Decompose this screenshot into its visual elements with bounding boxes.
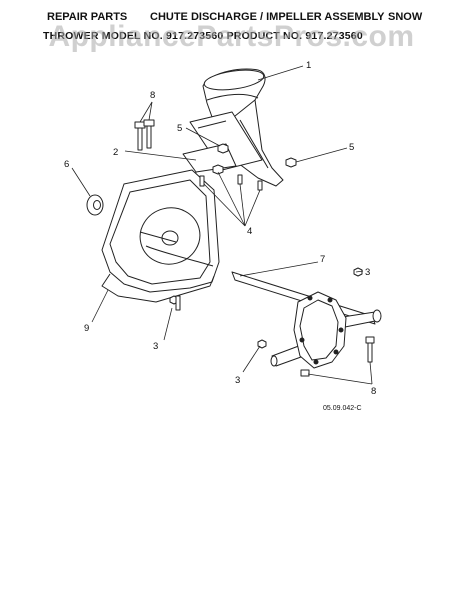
callout-5-b: 5 bbox=[349, 142, 354, 153]
leader-lines bbox=[71, 65, 373, 385]
header-snow: SNOW bbox=[388, 11, 423, 23]
callout-8-b: 8 bbox=[371, 386, 376, 397]
callout-3-c: 3 bbox=[235, 375, 240, 386]
discharge-chute bbox=[202, 68, 284, 187]
callout-2: 2 bbox=[113, 147, 118, 158]
impeller bbox=[293, 291, 347, 369]
header-assembly-title: CHUTE DISCHARGE / IMPELLER ASSEMBLY bbox=[150, 11, 385, 23]
callout-6: 6 bbox=[64, 159, 69, 170]
callout-3-a: 3 bbox=[365, 267, 370, 278]
header-model-number: THROWER MODEL NO. 917.273560 PRODUCT NO.… bbox=[43, 30, 363, 42]
callout-8-a: 8 bbox=[150, 90, 155, 101]
callout-1: 1 bbox=[306, 60, 311, 71]
bolts bbox=[134, 119, 375, 377]
callout-7: 7 bbox=[320, 254, 325, 265]
header-repair-parts: REPAIR PARTS bbox=[47, 11, 128, 23]
diagram-code: 05.09.042-C bbox=[323, 405, 362, 412]
callout-3-b: 3 bbox=[153, 341, 158, 352]
screws bbox=[175, 174, 263, 311]
callout-9: 9 bbox=[84, 323, 89, 334]
bushing bbox=[86, 194, 104, 216]
watermark: AppliancePartsPros.com bbox=[48, 20, 415, 53]
callout-4: 4 bbox=[247, 226, 252, 237]
callout-5-a: 5 bbox=[177, 123, 182, 134]
impeller-housing bbox=[101, 169, 220, 303]
nuts bbox=[169, 143, 363, 349]
